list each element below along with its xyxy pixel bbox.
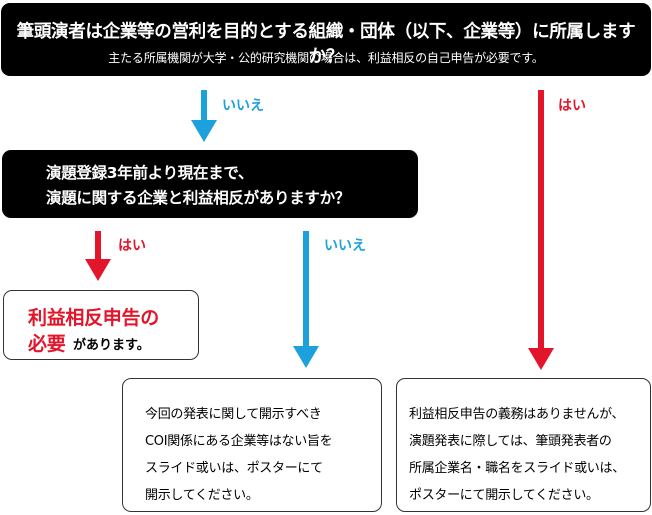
label-q2-no: いいえ: [324, 238, 366, 254]
coi-required-line1: 利益相反申告の: [28, 307, 159, 329]
arrow-q1-yes-head: [528, 348, 554, 370]
outcome-company-box: 利益相反申告の義務はありませんが、 演題発表に際しては、筆頭発表者の 所属企業名…: [396, 378, 651, 512]
question-2-line2: 演題に関する企業と利益相反がありますか？: [46, 189, 351, 207]
outcome-company-line: ポスターにて開示してください。: [409, 488, 599, 503]
label-q1-no: いいえ: [222, 98, 264, 114]
outcome-no-coi-box: 今回の発表に関して開示すべき COI関係にある企業等はない旨を スライド或いは、…: [122, 378, 382, 512]
outcome-company-line: 演題発表に際しては、筆頭発表者の: [409, 434, 612, 449]
coi-required-tail: があります。: [73, 338, 150, 353]
outcome-company-line: 利益相反申告の義務はありませんが、: [409, 407, 625, 422]
question-1-note: 主たる所属機関が大学・公的研究機関の場合は、利益相反の自己申告が必要です。: [108, 51, 544, 65]
outcome-no-coi-line: 今回の発表に関して開示すべき: [145, 407, 322, 422]
label-q2-yes: はい: [118, 238, 146, 254]
question-1-text: 筆頭演者は企業等の営利を目的とする組織・団体（以下、企業等）に所属しますか？: [16, 22, 636, 67]
outcome-no-coi-line: COI関係にある企業等はない旨を: [145, 434, 333, 449]
outcome-no-coi-line: スライド或いは、ポスターにて: [145, 461, 323, 476]
outcome-company-line: 所属企業名・職名をスライド或いは、: [409, 461, 625, 476]
question-2-line1: 演題登録3年前より現在まで、: [46, 164, 254, 182]
coi-required-box: 利益相反申告の 必要 があります。: [3, 290, 199, 360]
arrow-q2-no-head: [293, 346, 319, 368]
coi-required-line2: 必要: [28, 333, 66, 355]
outcome-no-coi-line: 開示してください。: [145, 488, 259, 503]
question-1-box: 筆頭演者は企業等の営利を目的とする組織・団体（以下、企業等）に所属しますか？ 主…: [1, 3, 651, 76]
question-2-box: 演題登録3年前より現在まで、 演題に関する企業と利益相反がありますか？: [2, 150, 418, 218]
arrow-q1-no-head: [191, 120, 217, 142]
arrow-q2-yes-head: [85, 259, 111, 281]
label-q1-yes: はい: [558, 98, 586, 114]
